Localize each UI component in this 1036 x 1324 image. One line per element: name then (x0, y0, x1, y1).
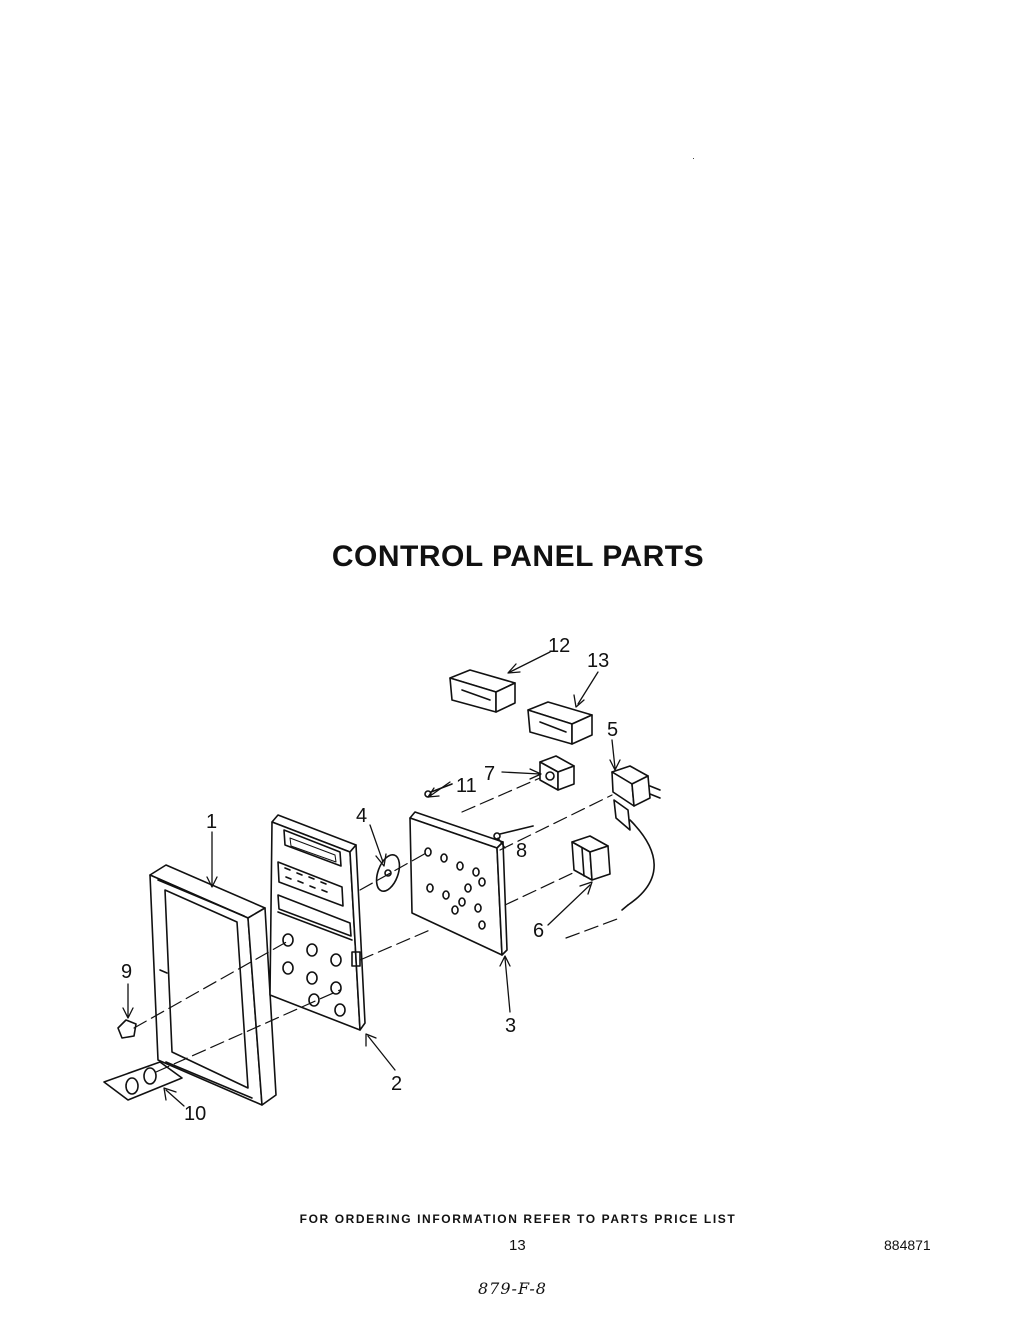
part-6-connector (571, 835, 611, 881)
part-5-relay (611, 765, 661, 911)
assembly-lines (133, 777, 621, 1073)
part-12-cover (449, 669, 516, 713)
ordering-note: FOR ORDERING INFORMATION REFER TO PARTS … (299, 1212, 737, 1226)
callout-3: 3 (505, 1015, 516, 1037)
callout-10: 10 (184, 1103, 206, 1125)
callout-5: 5 (607, 719, 618, 741)
callout-12: 12 (548, 635, 570, 657)
callout-13: 13 (587, 650, 609, 672)
callout-leaders (122, 651, 621, 1107)
part-9-knob (117, 1019, 137, 1039)
callout-1: 1 (206, 811, 217, 833)
part-10-clips (103, 1061, 183, 1101)
callout-11: 11 (456, 775, 477, 797)
page-number: 13 (509, 1237, 526, 1254)
part-3-circuit-board (409, 811, 508, 956)
callout-numbers: 1 2 3 4 5 6 7 8 9 10 11 12 13 (121, 635, 618, 1125)
handwritten-note: 879-F-8 (478, 1279, 547, 1298)
callout-7: 7 (484, 763, 495, 785)
part-13-cover (527, 701, 593, 745)
part-7-module (539, 755, 575, 791)
callout-6: 6 (533, 920, 544, 942)
part-8-screw (493, 825, 534, 840)
part-1-frame (149, 864, 277, 1106)
callout-9: 9 (121, 961, 132, 983)
part-2-control-board (269, 814, 366, 1031)
callout-4: 4 (356, 805, 367, 827)
callout-2: 2 (391, 1073, 402, 1095)
document-number: 884871 (884, 1237, 931, 1253)
callout-8: 8 (516, 840, 527, 862)
page-title: CONTROL PANEL PARTS (331, 540, 705, 573)
stray-mark (693, 158, 694, 159)
